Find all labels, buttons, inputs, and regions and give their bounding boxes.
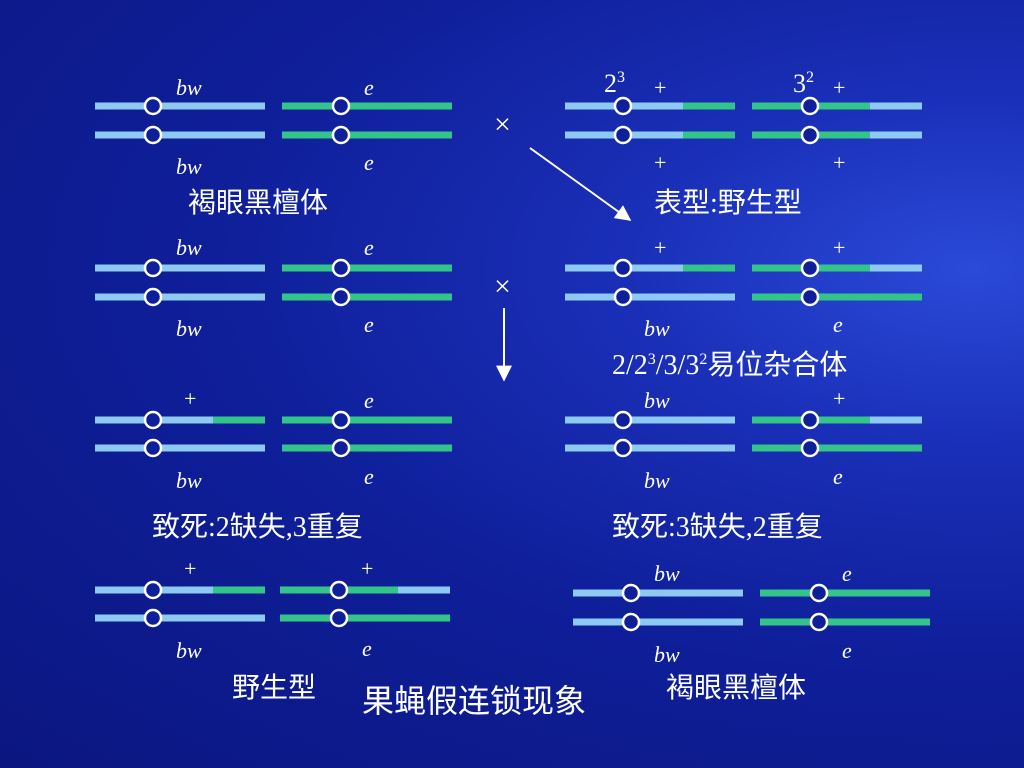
- r4-left-chromosomes: + + bw e 野生型: [95, 556, 450, 704]
- gene-label: +: [184, 386, 196, 411]
- gene-label: +: [654, 150, 666, 175]
- page-title: 果蝇假连锁现象: [362, 682, 586, 720]
- translocation-label-3-2: 32: [793, 69, 814, 98]
- chromosome: [565, 410, 735, 430]
- chromosome: [282, 125, 452, 145]
- gene-label: +: [361, 556, 373, 581]
- caption: 野生型: [232, 672, 316, 704]
- gene-label: e: [364, 235, 374, 260]
- chromosome: [95, 608, 265, 628]
- gene-label: bw: [644, 316, 670, 341]
- caption: 表型:野生型: [654, 187, 802, 219]
- gene-label: bw: [644, 388, 670, 413]
- chromosome: [573, 583, 743, 603]
- chromosome: [760, 612, 930, 632]
- gene-label: bw: [176, 235, 202, 260]
- gene-label: e: [364, 312, 374, 337]
- chromosome: [282, 410, 452, 430]
- caption: 褐眼黑檀体: [188, 187, 328, 219]
- caption: 2/23/3/32易位杂合体: [612, 349, 847, 381]
- gene-label: e: [364, 388, 374, 413]
- cross-symbol: ×: [494, 270, 511, 303]
- chromosome: [565, 287, 735, 307]
- r3-right-chromosomes: bw + bw e 致死:3缺失,2重复: [565, 386, 922, 543]
- gene-label: bw: [176, 638, 202, 663]
- chromosome: [565, 125, 735, 145]
- gene-label: bw: [176, 468, 202, 493]
- gene-label: bw: [654, 642, 680, 667]
- chromosome: [752, 287, 922, 307]
- gene-label: e: [364, 75, 374, 100]
- gene-label: +: [833, 150, 845, 175]
- chromosome: [282, 96, 452, 116]
- chromosome: [95, 96, 265, 116]
- r2-left-chromosomes: bw e bw e: [95, 235, 452, 341]
- cross-symbol: ×: [494, 108, 511, 141]
- caption: 致死:2缺失,3重复: [152, 511, 363, 543]
- chromosome: [565, 438, 735, 458]
- chromosome: [752, 410, 922, 430]
- gene-label: e: [842, 561, 852, 586]
- gene-label: bw: [644, 468, 670, 493]
- chromosome: [752, 258, 922, 278]
- gene-label: e: [833, 464, 843, 489]
- gene-label: bw: [176, 316, 202, 341]
- gene-label: bw: [176, 75, 202, 100]
- chromosome: [95, 438, 265, 458]
- chromosome: [752, 96, 922, 116]
- arrow: [529, 147, 632, 221]
- gene-label: +: [654, 75, 666, 100]
- chromosome: [95, 287, 265, 307]
- caption: 褐眼黑檀体: [666, 672, 806, 704]
- r1-left-chromosomes: bw e bw e 褐眼黑檀体: [95, 75, 452, 219]
- gene-label: +: [833, 386, 845, 411]
- chromosome: [752, 125, 922, 145]
- chromosome: [95, 258, 265, 278]
- chromosome: [280, 580, 450, 600]
- chromosome: [573, 612, 743, 632]
- chromosome: [565, 258, 735, 278]
- chromosome: [95, 580, 265, 600]
- chromosome: [565, 96, 735, 116]
- gene-label: e: [833, 312, 843, 337]
- chromosome: [282, 438, 452, 458]
- chromosome: [760, 583, 930, 603]
- chromosome: [280, 608, 450, 628]
- gene-label: +: [184, 556, 196, 581]
- chromosome: [282, 287, 452, 307]
- gene-label: bw: [176, 154, 202, 179]
- gene-label: +: [654, 235, 666, 260]
- gene-label: bw: [654, 561, 680, 586]
- chromosome: [95, 125, 265, 145]
- gene-label: e: [362, 636, 372, 661]
- r1-right-chromosomes: 23 32 + + + + 表型:野生型: [565, 69, 922, 219]
- gene-label: e: [364, 464, 374, 489]
- gene-label: e: [842, 638, 852, 663]
- r2-right-chromosomes: + + bw e 2/23/3/32易位杂合体: [565, 235, 922, 381]
- gene-label: +: [833, 75, 845, 100]
- translocation-label-2-3: 23: [604, 69, 625, 98]
- chromosome: [95, 410, 265, 430]
- chromosome: [752, 438, 922, 458]
- chromosome: [282, 258, 452, 278]
- r4-right-chromosomes: bw e bw e 褐眼黑檀体: [573, 561, 930, 704]
- gene-label: e: [364, 150, 374, 175]
- caption: 致死:3缺失,2重复: [612, 511, 823, 543]
- r3-left-chromosomes: + e bw e 致死:2缺失,3重复: [95, 386, 452, 543]
- gene-label: +: [833, 235, 845, 260]
